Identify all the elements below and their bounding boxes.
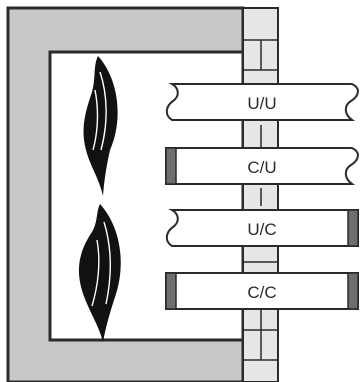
flame-icon-upper <box>83 56 118 196</box>
brick-wall <box>242 7 279 382</box>
specimen-uc: U/C <box>165 209 359 247</box>
specimen-label-uu: U/U <box>247 94 276 113</box>
end-cap-left <box>165 147 177 185</box>
flame-icon-lower <box>78 204 121 342</box>
end-cap-left <box>165 272 177 310</box>
specimen-uu: U/U <box>165 83 359 121</box>
specimen-label-uc: U/C <box>247 220 276 239</box>
end-cap-right <box>347 272 359 310</box>
end-cap-right <box>347 209 359 247</box>
specimen-cc: C/C <box>165 272 359 310</box>
specimen-label-cu: C/U <box>247 158 276 177</box>
furnace-walls <box>6 6 245 382</box>
specimen-label-cc: C/C <box>247 283 276 302</box>
specimen-cu: C/U <box>165 147 359 185</box>
flame-highlights <box>91 71 111 307</box>
